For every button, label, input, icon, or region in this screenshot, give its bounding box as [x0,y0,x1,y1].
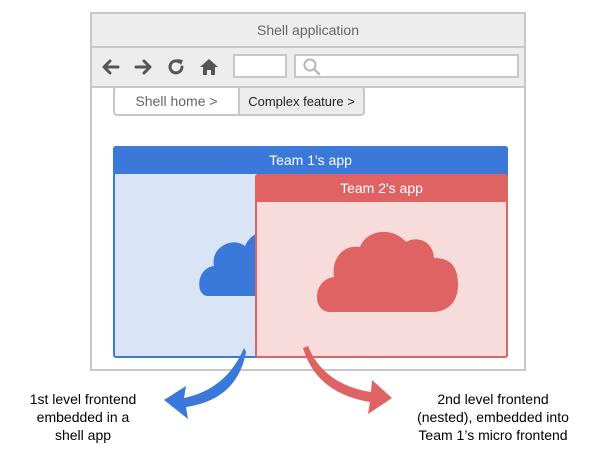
arrow-left-icon[interactable] [101,57,121,77]
window-title: Shell application [92,14,524,48]
arrow-to-second-level-caption [303,346,392,414]
search-icon [303,58,321,76]
breadcrumb-shell-home[interactable]: Shell home > [113,86,240,116]
cloud-icon [316,231,458,312]
breadcrumb-complex-feature[interactable]: Complex feature > [238,86,365,116]
address-bar[interactable] [233,54,287,78]
team-2-app-title: Team 2's app [255,174,508,202]
arrow-to-first-level-caption [164,348,246,419]
team-1-app-title: Team 1's app [113,146,508,174]
search-input[interactable] [294,54,519,78]
first-level-caption: 1st level frontend embedded in a shell a… [29,391,137,443]
reload-icon[interactable] [166,57,186,77]
home-icon[interactable] [199,57,219,77]
second-level-caption: 2nd level frontend (nested), embedded in… [417,391,569,443]
arrow-right-icon[interactable] [133,57,153,77]
